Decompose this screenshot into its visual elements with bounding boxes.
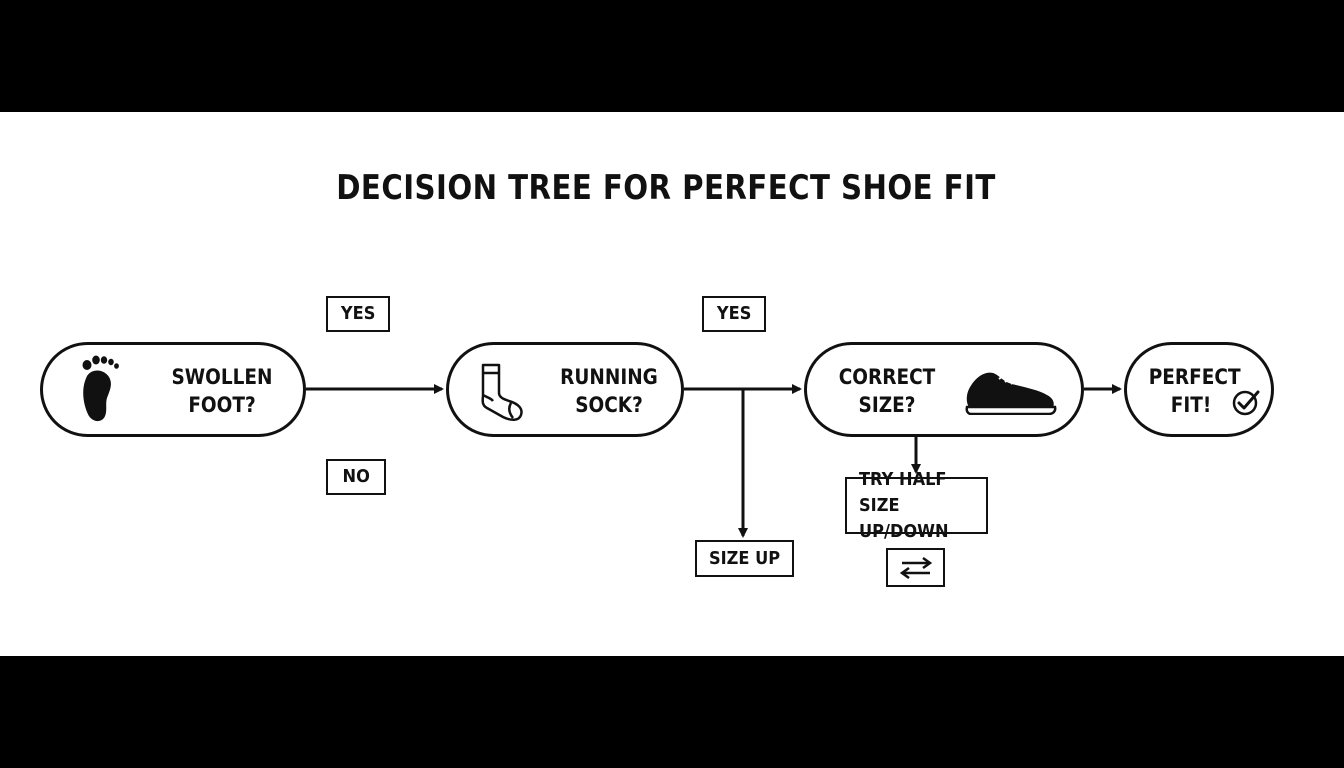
tag-try-half-size-text: TRY HALF SIZE UP/DOWN bbox=[859, 467, 973, 545]
tag-yes-2: YES bbox=[702, 296, 766, 332]
swap-arrows-icon bbox=[899, 556, 932, 579]
diagram-title: DECISION TREE FOR PERFECT SHOE FIT bbox=[336, 168, 996, 208]
tag-no: NO bbox=[326, 459, 386, 495]
node-swollen-foot-line2: FOOT? bbox=[188, 393, 256, 417]
node-correct-size-line1: CORRECT bbox=[838, 365, 936, 389]
node-swollen-foot-label: SWOLLEN FOOT? bbox=[156, 363, 288, 419]
node-running-sock-line1: RUNNING bbox=[560, 365, 658, 389]
foot-icon bbox=[82, 355, 119, 422]
swap-box bbox=[886, 548, 945, 587]
tag-yes-1: YES bbox=[326, 296, 390, 332]
node-perfect-fit-line1: PERFECT bbox=[1148, 365, 1241, 389]
tag-try-half-size-line2: SIZE UP/DOWN bbox=[859, 494, 949, 542]
node-swollen-foot-line1: SWOLLEN bbox=[171, 365, 273, 389]
node-perfect-fit-line2: FIT! bbox=[1170, 393, 1212, 417]
node-correct-size: CORRECT SIZE? bbox=[804, 342, 1084, 437]
tag-yes-2-text: YES bbox=[716, 303, 752, 324]
sock-icon bbox=[481, 363, 523, 421]
node-correct-size-label: CORRECT SIZE? bbox=[836, 363, 938, 419]
check-circle-icon bbox=[1232, 390, 1260, 416]
tag-yes-1-text: YES bbox=[340, 303, 376, 324]
node-swollen-foot: SWOLLEN FOOT? bbox=[40, 342, 306, 437]
node-running-sock-label: RUNNING SOCK? bbox=[547, 363, 670, 419]
node-perfect-fit-label: PERFECT FIT! bbox=[1148, 363, 1241, 419]
node-running-sock-line2: SOCK? bbox=[575, 393, 643, 417]
node-running-sock: RUNNING SOCK? bbox=[446, 342, 684, 437]
node-correct-size-line2: SIZE? bbox=[858, 393, 916, 417]
tag-try-half-size-line1: TRY HALF bbox=[859, 468, 947, 490]
node-perfect-fit: PERFECT FIT! bbox=[1124, 342, 1274, 437]
shoe-icon bbox=[965, 372, 1057, 415]
tag-size-up: SIZE UP bbox=[695, 540, 794, 577]
tag-size-up-text: SIZE UP bbox=[708, 547, 781, 569]
tag-no-text: NO bbox=[342, 466, 370, 487]
tag-try-half-size: TRY HALF SIZE UP/DOWN bbox=[845, 469, 988, 542]
